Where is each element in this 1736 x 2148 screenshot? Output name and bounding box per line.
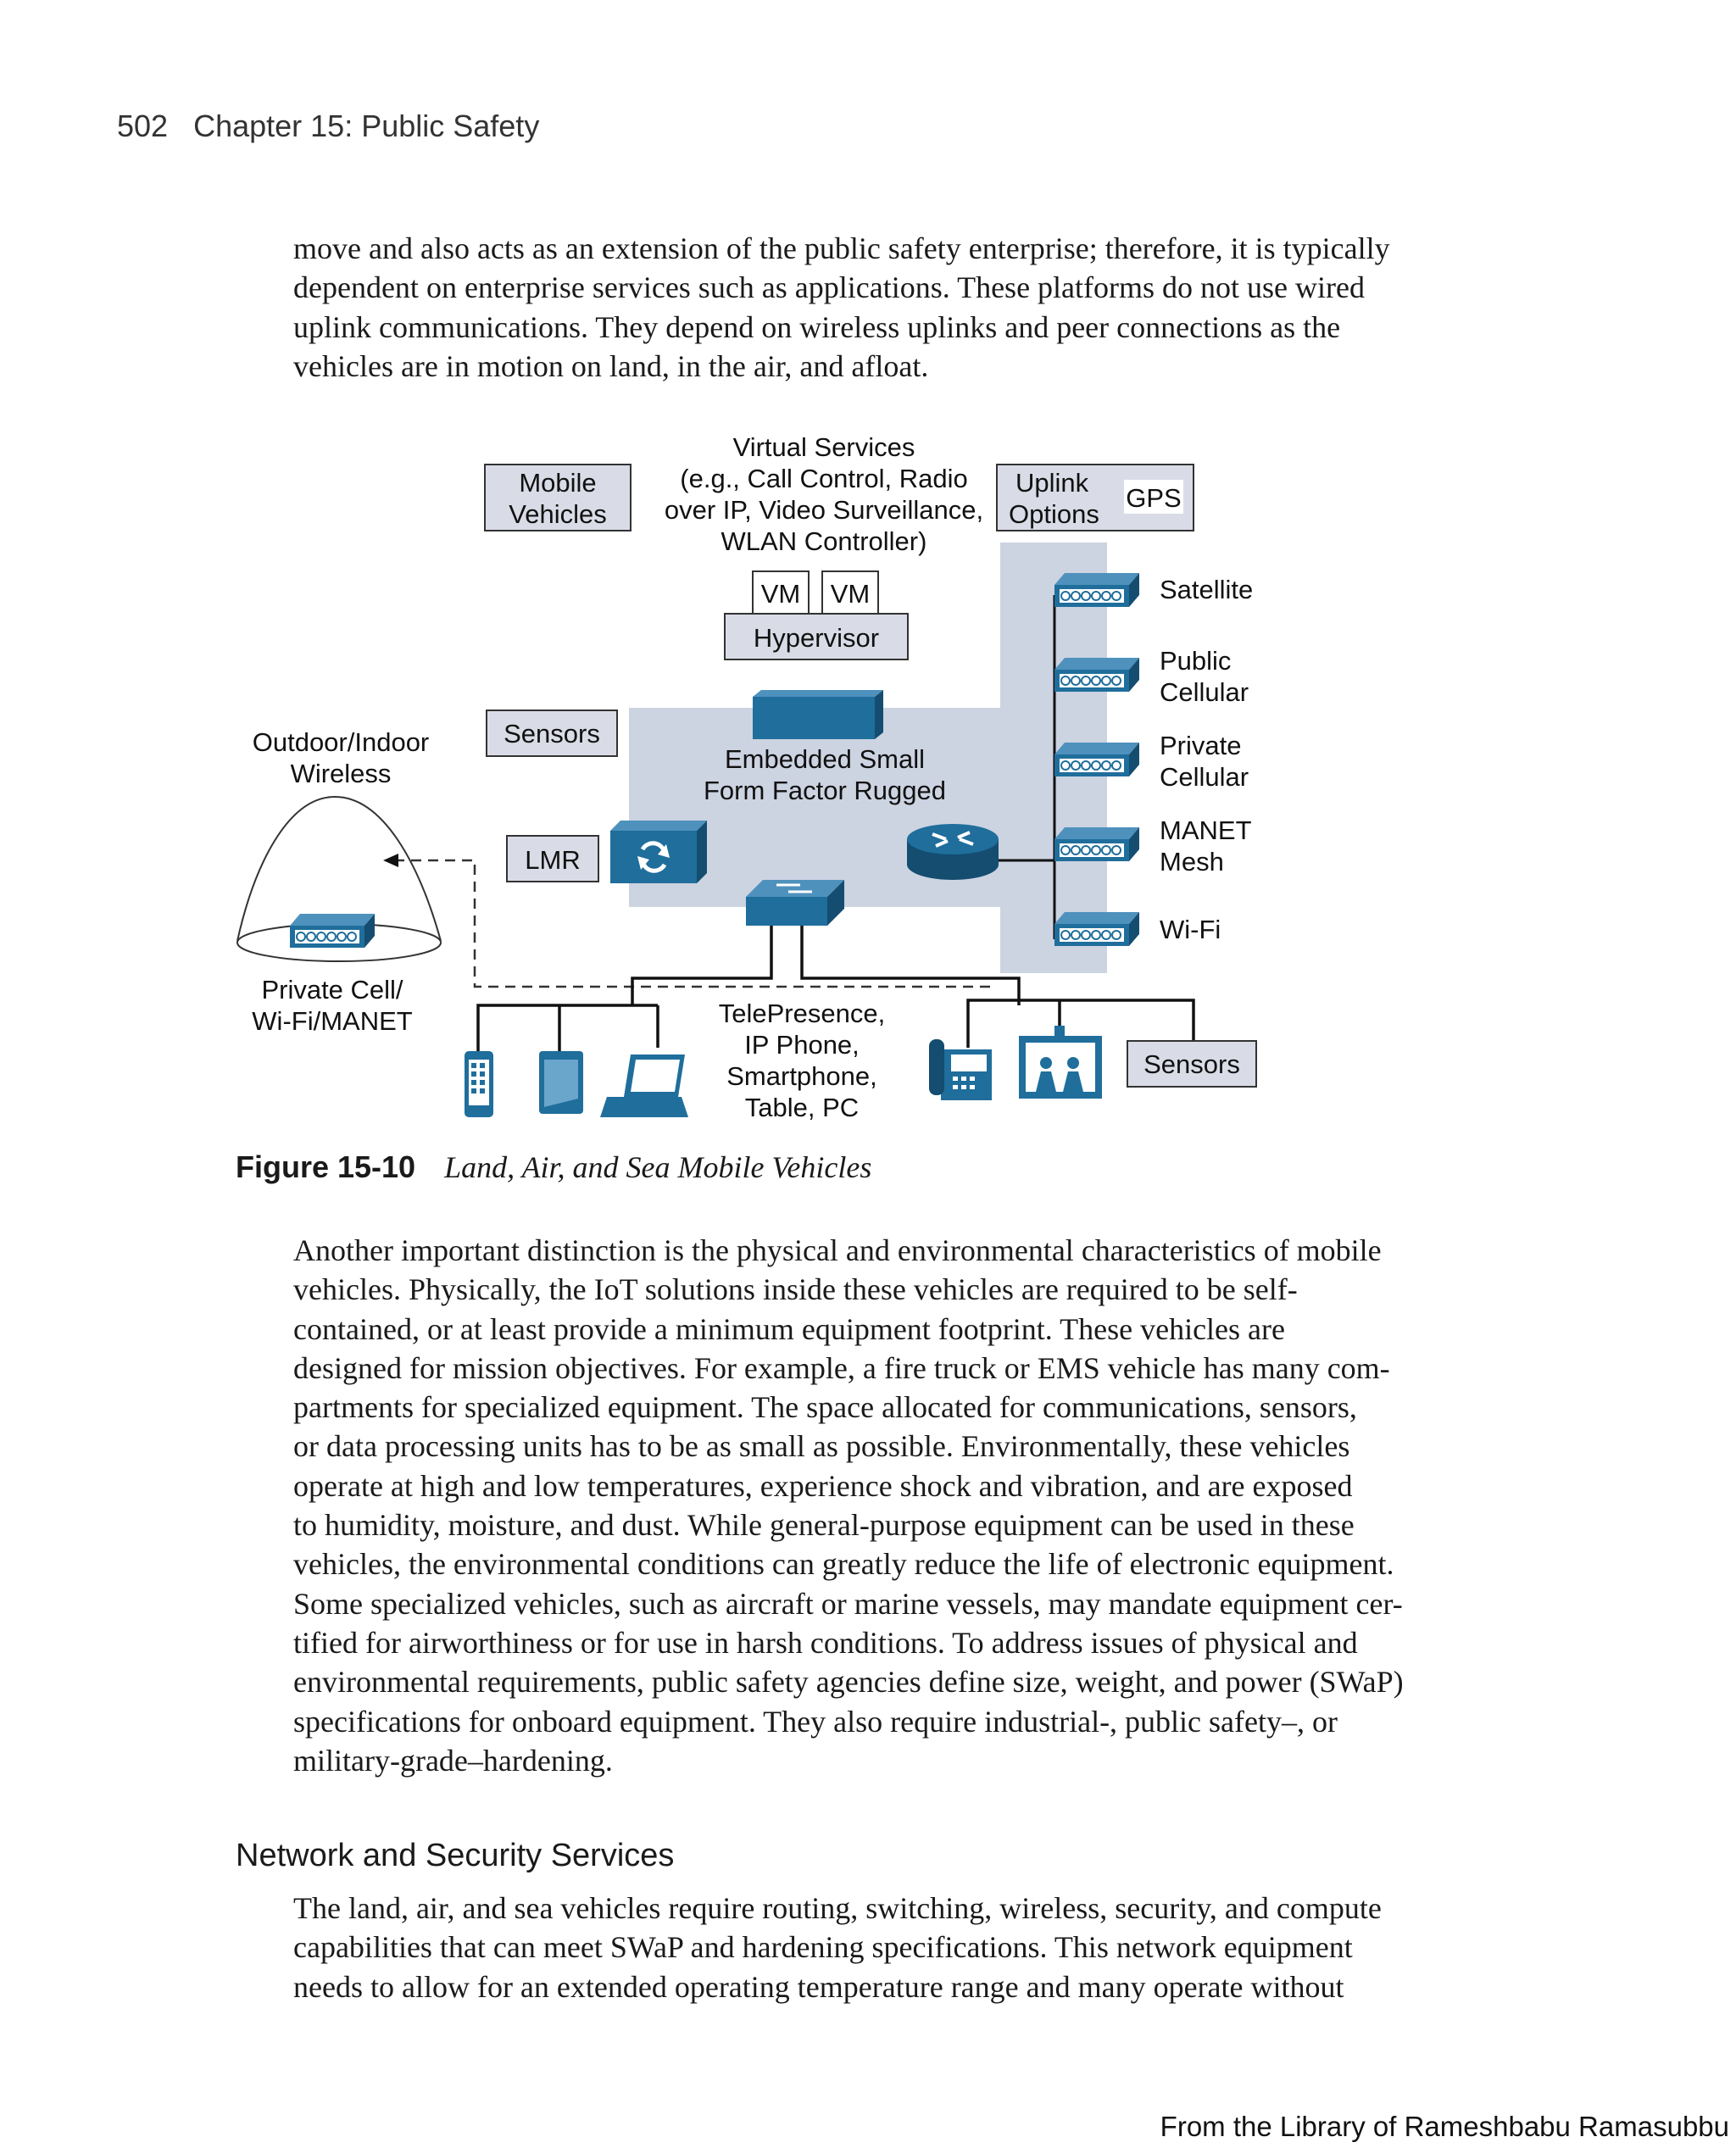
uplink-label: Private	[1160, 731, 1241, 760]
text-line: move and also acts as an extension of th…	[293, 231, 1390, 265]
uplink-radio: Wi-Fi	[1054, 911, 1221, 947]
text-line: vehicles, the environmental conditions c…	[293, 1547, 1394, 1582]
lmr-box: LMR	[506, 835, 599, 882]
ip-phone-icon	[929, 1039, 992, 1100]
uplink-options-box: Uplink Options GPS	[996, 464, 1194, 531]
text-line: The land, air, and sea vehicles require …	[293, 1891, 1382, 1925]
sensors-label: Sensors	[1143, 1049, 1240, 1079]
uplink-label: Satellite	[1160, 575, 1253, 604]
virtual-services-label: Virtual Services (e.g., Call Control, Ra…	[665, 432, 983, 556]
uplink-label: Public	[1160, 646, 1231, 676]
laptop-icon	[600, 1055, 688, 1117]
endpoints-line: Table, PC	[745, 1093, 859, 1122]
embedded-label: Embedded Small Form Factor Rugged	[704, 744, 946, 805]
text-line: vehicles are in motion on land, in the a…	[293, 348, 929, 383]
vm-label: VM	[831, 579, 871, 609]
uplink-radio: MANET Mesh	[1054, 815, 1252, 876]
hypervisor-box: Hypervisor	[724, 613, 909, 660]
library-footer: From the Library of Rameshbabu Ramasubbu	[1160, 2111, 1729, 2142]
wireless-link	[390, 859, 990, 988]
text-line: dependent on enterprise services such as…	[293, 270, 1365, 305]
text-line: uplink communications. They depend on wi…	[293, 309, 1341, 344]
outdoor-line: Outdoor/Indoor	[253, 727, 430, 757]
text-line: vehicles. Physically, the IoT solutions …	[293, 1272, 1298, 1307]
figure-caption: Figure 15-10 Land, Air, and Sea Mobile Ve…	[236, 1149, 871, 1185]
text-line: environmental requirements, public safet…	[293, 1665, 1404, 1700]
text-line: Some specialized vehicles, such as aircr…	[293, 1586, 1403, 1621]
text-line: Another important distinction is the phy…	[293, 1233, 1382, 1267]
virtual-services-line: Virtual Services	[733, 432, 915, 462]
uplink-options-line: Uplink	[1015, 468, 1089, 498]
sensors-box-top: Sensors	[486, 710, 618, 757]
figure-title: Land, Air, and Sea Mobile Vehicles	[444, 1150, 872, 1184]
chapter-title: Chapter 15: Public Safety	[193, 109, 540, 143]
gps-label: GPS	[1126, 483, 1181, 513]
figure-diagram: Mobile Vehicles Virtual Services (e.g., …	[236, 432, 1257, 1122]
vm-box: VM	[821, 570, 879, 615]
text-line: military-grade–hardening.	[293, 1743, 613, 1778]
virtual-services-line: WLAN Controller)	[721, 526, 927, 556]
page-number: 502	[117, 109, 169, 143]
running-head: 502 Chapter 15: Public Safety	[117, 109, 539, 144]
uplink-label: Mesh	[1160, 847, 1224, 876]
virtual-services-line: (e.g., Call Control, Radio	[680, 464, 967, 493]
mobile-vehicles-box: Mobile Vehicles	[484, 464, 632, 531]
private-cell-label: Private Cell/ Wi-Fi/MANET	[252, 975, 412, 1036]
text-line: partments for specialized equipment. The…	[293, 1390, 1357, 1425]
uplink-options-line: Options	[1009, 499, 1099, 529]
hypervisor-label: Hypervisor	[754, 623, 879, 653]
embedded-line: Embedded Small	[725, 744, 925, 774]
mobile-vehicles-line: Vehicles	[509, 499, 606, 529]
intro-paragraph: move and also acts as an extension of th…	[293, 229, 1446, 386]
embedded-compute-icon	[753, 690, 883, 739]
text-line: or data processing units has to be as sm…	[293, 1429, 1350, 1464]
private-cell-line: Private Cell/	[261, 975, 403, 1004]
text-line: operate at high and low temperatures, ex…	[293, 1468, 1353, 1503]
vm-box: VM	[752, 570, 810, 615]
embedded-line: Form Factor Rugged	[704, 776, 946, 805]
coverage-dome-icon	[236, 795, 442, 962]
security-appliance-icon	[610, 821, 707, 883]
body-paragraph: Another important distinction is the phy…	[293, 1231, 1446, 1780]
endpoints-line: Smartphone,	[726, 1061, 877, 1091]
figure-number: Figure 15-10	[236, 1149, 416, 1184]
router-icon	[907, 824, 999, 880]
tablet-icon	[539, 1051, 583, 1114]
mobile-vehicles-line: Mobile	[519, 468, 596, 498]
sensors-box-bottom: Sensors	[1127, 1040, 1257, 1088]
uplink-label: Cellular	[1160, 762, 1249, 792]
uplink-radio: Public Cellular	[1054, 646, 1249, 707]
text-line: to humidity, moisture, and dust. While g…	[293, 1508, 1355, 1543]
outdoor-line: Wireless	[291, 759, 392, 788]
text-line: tified for airworthiness or for use in h…	[293, 1625, 1358, 1660]
virtual-services-line: over IP, Video Surveillance,	[665, 495, 983, 525]
outdoor-label: Outdoor/Indoor Wireless	[253, 727, 430, 788]
text-line: specifications for onboard equipment. Th…	[293, 1704, 1338, 1739]
text-line: contained, or at least provide a minimum…	[293, 1311, 1285, 1346]
text-line: capabilities that can meet SWaP and hard…	[293, 1930, 1353, 1965]
uplink-radio: Private Cellular	[1054, 731, 1249, 792]
telepresence-icon	[1019, 1026, 1102, 1099]
vm-label: VM	[761, 579, 801, 609]
switch-icon	[746, 880, 844, 926]
uplink-radio: Satellite	[1054, 572, 1253, 608]
uplink-label: MANET	[1160, 815, 1252, 845]
private-cell-line: Wi-Fi/MANET	[252, 1006, 412, 1036]
endpoints-line: TelePresence,	[719, 999, 885, 1028]
text-line: needs to allow for an extended operating…	[293, 1969, 1344, 2004]
section-heading: Network and Security Services	[236, 1838, 675, 1873]
uplink-label: Wi-Fi	[1160, 915, 1221, 944]
endpoints-label: TelePresence, IP Phone, Smartphone, Tabl…	[719, 999, 885, 1122]
uplink-label: Cellular	[1160, 677, 1249, 707]
section-paragraph: The land, air, and sea vehicles require …	[293, 1889, 1446, 2006]
sensors-label: Sensors	[504, 719, 600, 748]
text-line: designed for mission objectives. For exa…	[293, 1350, 1390, 1385]
endpoints-line: IP Phone,	[744, 1030, 860, 1060]
smartphone-icon	[465, 1051, 493, 1117]
lmr-label: LMR	[525, 845, 580, 875]
